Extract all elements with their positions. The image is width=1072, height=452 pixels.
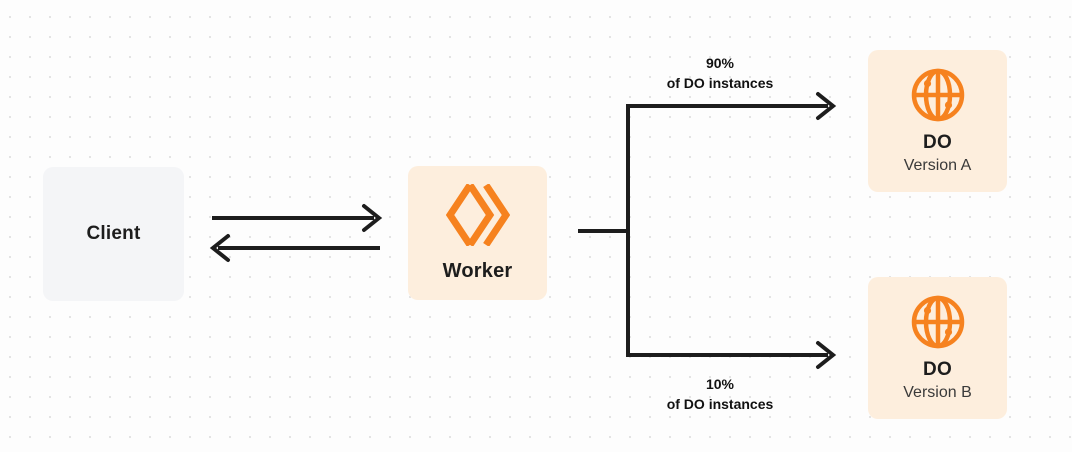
arrow-client-to-worker [212, 204, 383, 232]
globe-icon [910, 294, 966, 350]
node-client[interactable]: Client [43, 167, 184, 301]
edge-label-top-percent: 90% [705, 55, 735, 71]
edge-label-top-description: of DO instances [666, 75, 774, 92]
edge-label-bottom-percent: 10% [705, 376, 735, 392]
worker-chevrons-icon [445, 183, 510, 247]
edge-label-bottom: 10% of DO instances [612, 374, 828, 415]
node-client-label: Client [86, 222, 141, 244]
node-do-a-sublabel: Version A [903, 157, 972, 175]
node-do-version-b[interactable]: DO Version B [868, 277, 1007, 419]
node-do-version-a[interactable]: DO Version A [868, 50, 1007, 192]
arrow-worker-to-client [209, 234, 380, 262]
node-worker[interactable]: Worker [408, 166, 547, 300]
node-worker-label: Worker [442, 260, 513, 282]
edge-label-bottom-description: of DO instances [666, 396, 774, 413]
node-do-b-sublabel: Version B [903, 384, 972, 402]
node-do-a-label: DO [923, 132, 952, 154]
worker-branch-trunk [578, 104, 630, 357]
arrow-branch-to-do-a [626, 92, 837, 120]
globe-icon [910, 67, 966, 123]
arrow-branch-to-do-b [626, 341, 837, 369]
edge-label-top: 90% of DO instances [612, 53, 828, 94]
node-do-b-label: DO [923, 359, 952, 381]
